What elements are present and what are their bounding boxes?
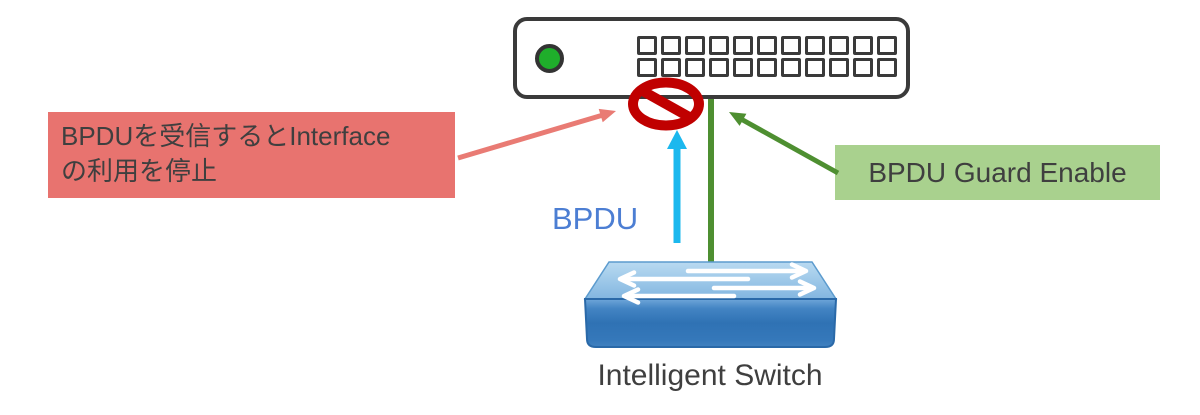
bpdu-label: BPDU [552,201,639,236]
guard-note-label: BPDU Guard Enable [868,156,1127,188]
port [757,58,777,77]
port [685,58,705,77]
intelligent-switch-icon [583,261,838,348]
port [661,36,681,55]
port [709,58,729,77]
block-note-line1: BPDUを受信するとInterface [61,121,391,151]
port [757,36,777,55]
port [805,36,825,55]
port [853,58,873,77]
port [733,36,753,55]
port [829,36,849,55]
port [805,58,825,77]
port [853,36,873,55]
power-led-icon [535,44,564,73]
port [637,58,657,77]
block-note-arrow [457,108,616,161]
port [685,36,705,55]
port [877,58,897,77]
port-grid [637,36,897,77]
block-note-box: BPDUを受信するとInterface の利用を停止 [48,112,455,198]
upstream-switch-device [513,17,910,99]
prohibition-icon [628,77,704,131]
port [733,58,753,77]
intelligent-switch-label: Intelligent Switch [597,359,823,392]
port [877,36,897,55]
bpdu-arrow [667,130,687,243]
port [637,36,657,55]
guard-note-arrow [729,112,840,176]
port [829,58,849,77]
port [709,36,729,55]
port [781,58,801,77]
guard-note-box: BPDU Guard Enable [835,145,1160,200]
port [661,58,681,77]
block-note-line2: の利用を停止 [61,156,218,186]
port [781,36,801,55]
